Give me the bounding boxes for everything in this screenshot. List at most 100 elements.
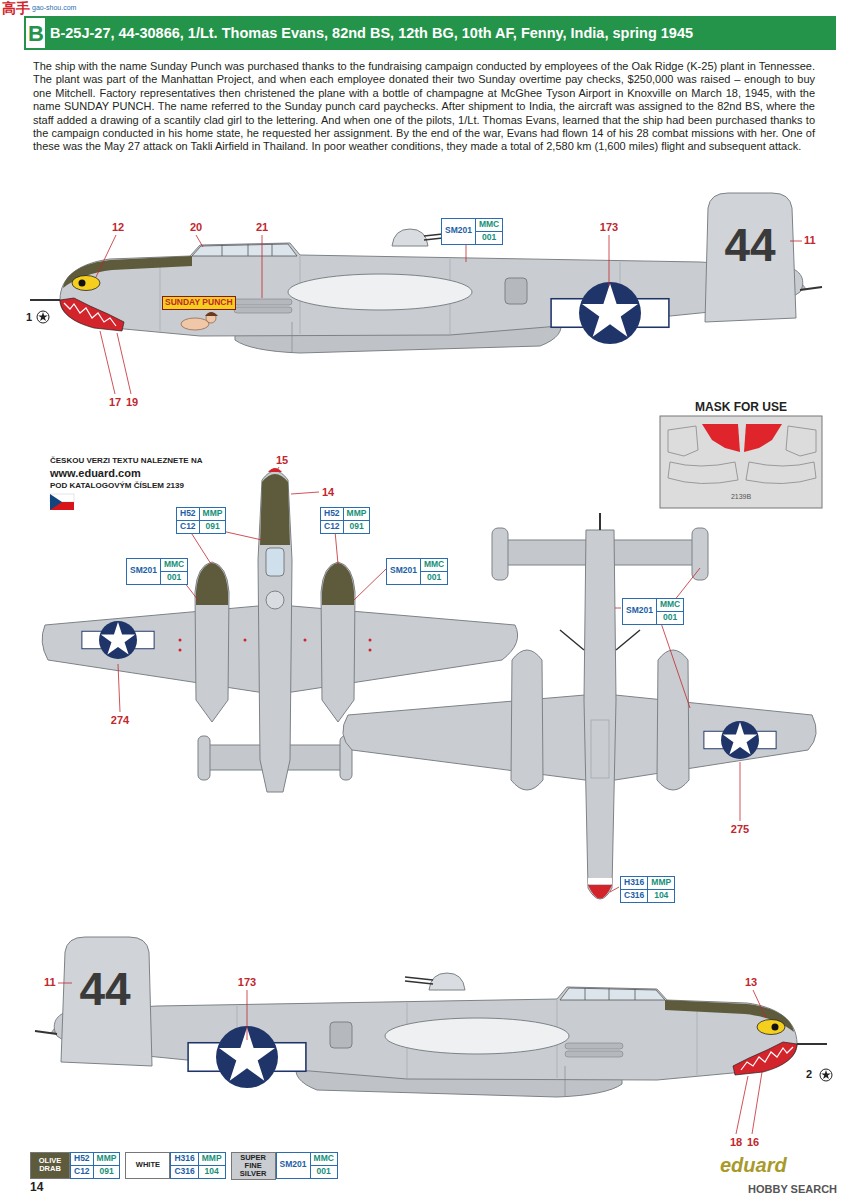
leader-line [354,569,386,600]
paint-code: C12 [321,520,343,533]
side-profile [222,244,272,256]
paint-code: MMP [343,508,370,520]
callout-number: 16 [747,1136,759,1149]
callout-number: 12 [112,221,124,234]
leader-line [262,235,263,298]
paint-code: MMP [198,1153,225,1165]
insignia-marker [821,1070,831,1079]
leader-line [615,608,621,609]
paint-code: MMC [420,559,447,571]
paint-code: H52 [177,508,199,520]
paint-code: MMP [93,1153,120,1165]
bottom-view [588,885,612,899]
page-title: B-25J-27, 44-30866, 1/Lt. Thomas Evans, … [50,25,693,42]
paint-code: MMP [199,508,226,520]
side-profile [30,299,60,301]
note: ČESKOU VERZI TEXTU NALEZNETE NA [50,456,202,465]
side-profile [800,287,822,290]
paint-code: SM201 [127,559,160,584]
note: POD KATALOGOVÝM ČÍSLEM 2139 [50,481,184,490]
web-address: www.eduard.com [50,467,141,480]
watermark: 高手 [2,0,30,16]
paint-code: 001 [475,231,502,244]
callout-number: 274 [111,714,129,727]
mask-sheet [744,424,782,452]
callout-number: 173 [238,976,256,989]
paint-code: 001 [160,571,187,584]
paint-code-box: SM201MMC001 [276,1152,338,1179]
callout-number: 21 [256,221,268,234]
side-profile [705,193,796,322]
header-bar [24,16,836,50]
bottom-view [343,695,816,780]
czech-flag [50,494,62,510]
side-profile [288,274,472,310]
callout-number: 173 [600,221,618,234]
top-view [179,649,182,652]
paint-code-box: H52MMPC12091 [320,507,370,534]
mask-sheet [702,424,740,452]
insignia-marker [820,1069,832,1081]
paint-code: 001 [310,1165,337,1178]
callout-number: 17 [109,396,121,409]
color-swatch: SUPER FINE SILVER [231,1152,276,1180]
bottom-view [588,878,612,884]
insignia-marker [38,312,48,321]
side-profile [234,299,292,305]
paint-code: SM201 [623,599,656,624]
paint-code-box: SM201MMC001 [622,598,684,625]
paint-code: H52 [71,1153,93,1165]
leader-line [291,492,319,494]
callout-number: 11 [44,976,56,989]
top-view [179,639,182,642]
leader-line [276,467,279,472]
mask-sheet [660,416,822,508]
side-profile [551,282,669,344]
bottom-view [692,528,708,580]
legend-text: SUPER FINE SILVER [234,1154,273,1178]
nose-art-girl [205,312,218,316]
top-view [266,548,284,576]
watermark: gao-shou.com [32,4,76,12]
top-view [369,649,372,652]
top-view [321,562,355,722]
callout-number: 14 [322,486,334,499]
legend-text: OLIVE DRAB [33,1157,67,1173]
paint-code: MMC [656,599,683,611]
side-profile [505,278,527,304]
callout-number: 13 [745,976,757,989]
callout-number: 275 [731,823,749,836]
leader-line [222,531,262,540]
side-profile [292,322,293,352]
bottom-view [657,650,689,790]
bottom-view [704,721,776,759]
top-view [260,474,290,545]
callout-number: 2 [806,1068,812,1081]
paint-code: H316 [171,1153,197,1165]
leader-line [609,235,610,286]
bottom-view [599,513,601,530]
bottom-view [343,513,816,899]
side-profile [60,298,124,331]
side-profile [60,243,803,336]
side-profile [64,303,116,326]
side-profile [30,193,822,353]
leader-line [196,235,203,247]
leader-line [190,531,211,564]
nose-art-name: SUNDAY PUNCH [162,296,236,310]
side-profile [63,256,192,288]
watermark: HOBBY SEARCH [748,1183,837,1196]
side-profile [72,276,100,291]
paint-code: 001 [420,571,447,584]
bottom-view [591,720,609,778]
paint-code-box: SM201MMC001 [386,558,448,585]
tail-number: 44 [724,222,775,268]
bottom-view [511,650,543,790]
top-view [196,563,228,605]
top-view [244,639,247,642]
leader-line [58,983,72,984]
paint-code: 104 [647,889,674,902]
leader-line [335,531,338,564]
